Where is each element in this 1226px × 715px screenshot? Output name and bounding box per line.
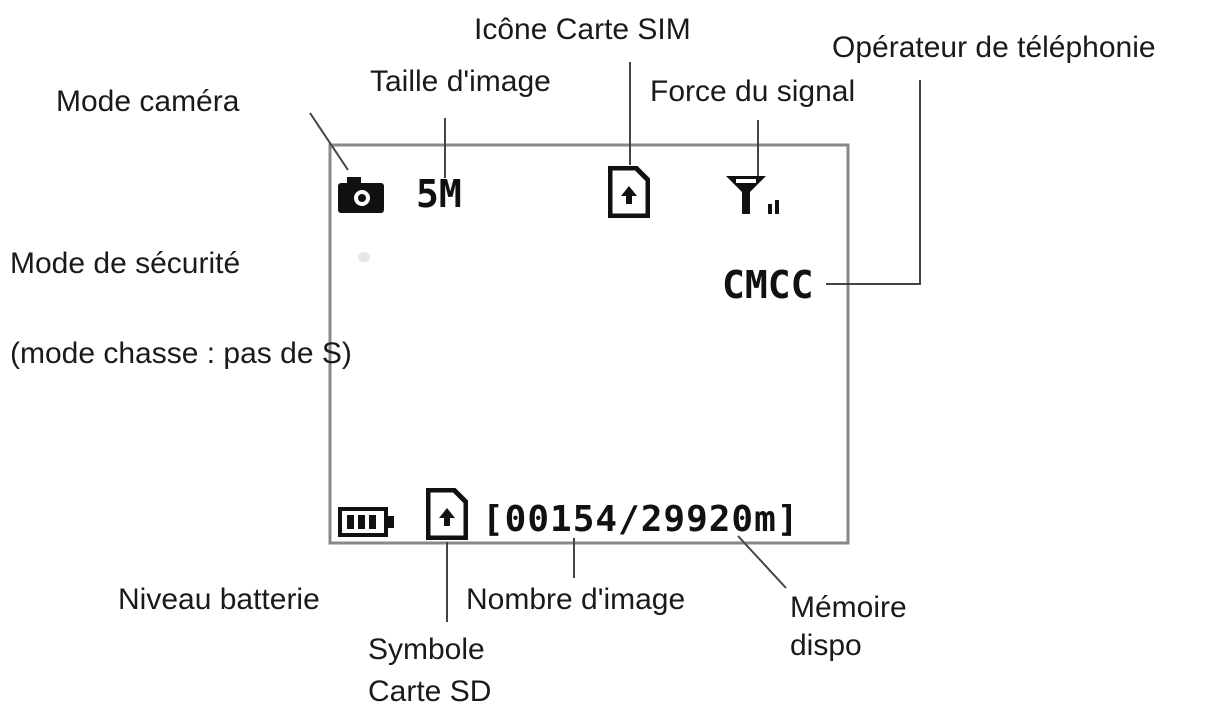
leader-operateur xyxy=(826,80,921,285)
label-symbole-line2: Carte SD xyxy=(368,675,492,708)
label-memoire-line1: Mémoire xyxy=(790,591,907,624)
security-mode-indicator xyxy=(358,252,370,262)
sd-card-icon xyxy=(426,488,468,540)
leader-mode-camera xyxy=(309,112,349,171)
label-memoire-line2: dispo xyxy=(790,629,862,662)
lcd-screen-frame xyxy=(328,143,850,545)
label-nombre-image: Nombre d'image xyxy=(466,583,686,616)
label-icone-sim: Icône Carte SIM xyxy=(474,13,691,46)
image-size-value: 5M xyxy=(416,172,462,216)
label-mode-securite: Mode de sécurité xyxy=(10,247,241,280)
battery-icon xyxy=(338,507,394,537)
label-force-signal: Force du signal xyxy=(650,75,856,108)
operator-value: CMCC xyxy=(722,263,814,307)
label-taille-image: Taille d'image xyxy=(370,65,551,98)
signal-antenna-icon xyxy=(726,176,779,214)
label-symbole-line1: Symbole xyxy=(368,633,485,666)
label-operateur: Opérateur de téléphonie xyxy=(832,31,1156,64)
label-mode-camera: Mode caméra xyxy=(56,85,240,118)
sim-card-icon xyxy=(608,166,650,218)
image-count-memory: [00154/29920m] xyxy=(482,499,800,540)
label-niveau-batterie: Niveau batterie xyxy=(118,583,320,616)
label-mode-chasse: (mode chasse : pas de S) xyxy=(10,337,352,370)
camera-icon xyxy=(338,177,384,213)
leader-memoire xyxy=(737,535,787,589)
